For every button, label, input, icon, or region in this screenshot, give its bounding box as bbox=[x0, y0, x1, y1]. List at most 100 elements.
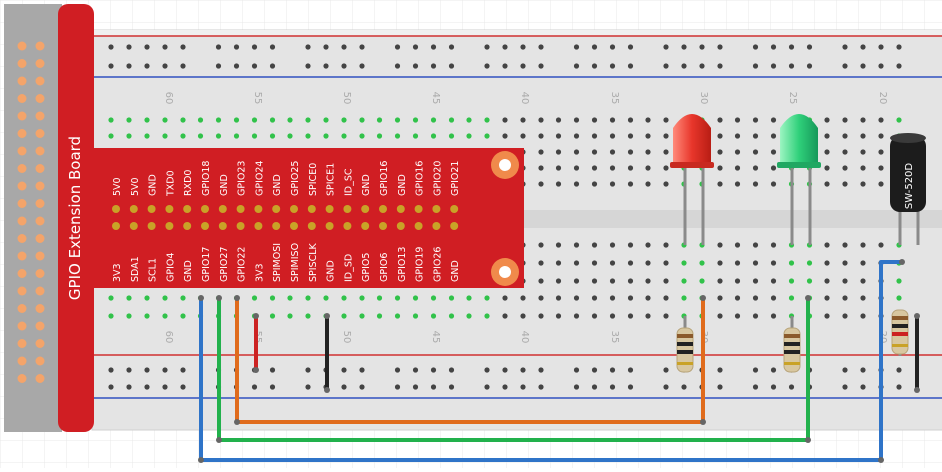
rail-hole bbox=[162, 44, 168, 50]
breadboard-hole bbox=[287, 133, 293, 139]
breadboard-hole bbox=[609, 260, 616, 266]
breadboard-hole bbox=[215, 133, 222, 139]
rail-hole bbox=[359, 44, 365, 50]
rail-hole bbox=[681, 63, 687, 69]
breadboard-hole bbox=[251, 295, 258, 301]
rail-hole bbox=[860, 367, 866, 373]
breadboard-hole bbox=[555, 117, 562, 123]
pin-pad-top bbox=[147, 205, 156, 213]
rail-hole bbox=[180, 384, 186, 390]
breadboard-hole bbox=[359, 295, 365, 301]
header-pin bbox=[35, 269, 45, 278]
header-pin bbox=[35, 216, 45, 226]
breadboard-hole bbox=[717, 295, 723, 301]
breadboard-hole bbox=[341, 313, 347, 319]
breadboard-hole bbox=[359, 313, 365, 319]
header-pin bbox=[17, 76, 27, 86]
breadboard-hole bbox=[573, 149, 580, 155]
breadboard-hole bbox=[627, 295, 634, 301]
breadboard-hole bbox=[860, 313, 866, 319]
breadboard-hole bbox=[770, 181, 777, 187]
breadboard-hole bbox=[466, 295, 472, 301]
column-number: 40 bbox=[519, 331, 530, 344]
breadboard-hole bbox=[376, 133, 383, 139]
breadboard-hole bbox=[824, 278, 830, 284]
breadboard-hole bbox=[269, 133, 276, 139]
pin-pad-top bbox=[432, 205, 441, 213]
pin-label-top: GPIO24 bbox=[254, 161, 265, 196]
rail-hole bbox=[770, 384, 777, 390]
breadboard-hole bbox=[162, 313, 168, 319]
breadboard-hole bbox=[162, 117, 168, 123]
pin-label-top: GND bbox=[148, 174, 159, 196]
header-pin bbox=[17, 94, 27, 103]
wire-end bbox=[198, 295, 204, 301]
breadboard-hole bbox=[878, 242, 884, 248]
pin-label-top: GND bbox=[219, 174, 230, 196]
breadboard-hole bbox=[573, 242, 580, 248]
rail-hole bbox=[502, 384, 508, 390]
breadboard-hole bbox=[305, 295, 311, 301]
pin-label-bottom: 3V3 bbox=[254, 263, 265, 282]
pin-label-top: RXD0 bbox=[183, 170, 194, 196]
breadboard-hole bbox=[394, 295, 401, 301]
rail-hole bbox=[233, 44, 240, 50]
breadboard-hole bbox=[126, 313, 132, 319]
header-pin bbox=[17, 146, 27, 156]
breadboard-hole bbox=[770, 313, 777, 319]
pin-label-top: SPICE0 bbox=[308, 163, 319, 196]
rail-hole bbox=[162, 367, 168, 373]
breadboard-hole bbox=[842, 117, 848, 123]
breadboard-hole bbox=[824, 149, 830, 155]
breadboard-hole bbox=[878, 165, 884, 171]
rail-hole bbox=[842, 367, 848, 373]
rail-hole bbox=[860, 384, 866, 390]
pin-label-bottom: SPIMOSI bbox=[272, 243, 283, 282]
tilt-switch-label: SW-520D bbox=[904, 163, 915, 210]
wire-end bbox=[253, 367, 259, 373]
wire-end bbox=[198, 457, 204, 463]
breadboard-hole bbox=[341, 295, 347, 301]
rail-hole bbox=[573, 63, 580, 69]
breadboard-hole bbox=[717, 165, 723, 171]
wire-end bbox=[899, 259, 905, 265]
rail-hole bbox=[448, 44, 455, 50]
pin-pad-top bbox=[165, 205, 174, 213]
breadboard-hole bbox=[645, 260, 651, 266]
header-pin bbox=[35, 94, 45, 103]
wires bbox=[198, 259, 920, 463]
breadboard-hole bbox=[663, 133, 669, 139]
breadboard-hole bbox=[842, 149, 848, 155]
pin-label-top: GPIO16 bbox=[415, 161, 426, 196]
pin-label-top: ID_SC bbox=[343, 168, 354, 196]
pin-pad-bottom bbox=[201, 222, 209, 230]
breadboard-hole bbox=[430, 133, 437, 139]
rail-hole bbox=[341, 44, 347, 50]
breadboard-hole bbox=[627, 313, 634, 319]
breadboard-hole bbox=[663, 181, 669, 187]
rail-hole bbox=[896, 44, 902, 50]
breadboard-hole bbox=[394, 133, 401, 139]
breadboard-hole bbox=[233, 117, 240, 123]
breadboard-hole bbox=[430, 295, 437, 301]
breadboard-hole bbox=[591, 117, 598, 123]
rail-hole bbox=[770, 44, 777, 50]
rail-hole bbox=[842, 384, 848, 390]
breadboard-hole bbox=[591, 149, 598, 155]
rail-hole bbox=[448, 63, 455, 69]
pin-pad-top bbox=[307, 205, 316, 213]
breadboard-hole bbox=[824, 313, 830, 319]
breadboard-hole bbox=[717, 133, 723, 139]
breadboard-hole bbox=[162, 133, 168, 139]
breadboard-hole bbox=[538, 278, 544, 284]
header-pin bbox=[17, 304, 27, 313]
wire-end bbox=[805, 437, 811, 443]
rail-hole bbox=[144, 63, 150, 69]
rail-hole bbox=[412, 63, 419, 69]
rail-hole bbox=[717, 384, 723, 390]
rail-hole bbox=[573, 367, 580, 373]
breadboard-hole bbox=[305, 117, 311, 123]
breadboard-hole bbox=[770, 133, 777, 139]
header-pin bbox=[17, 129, 27, 138]
